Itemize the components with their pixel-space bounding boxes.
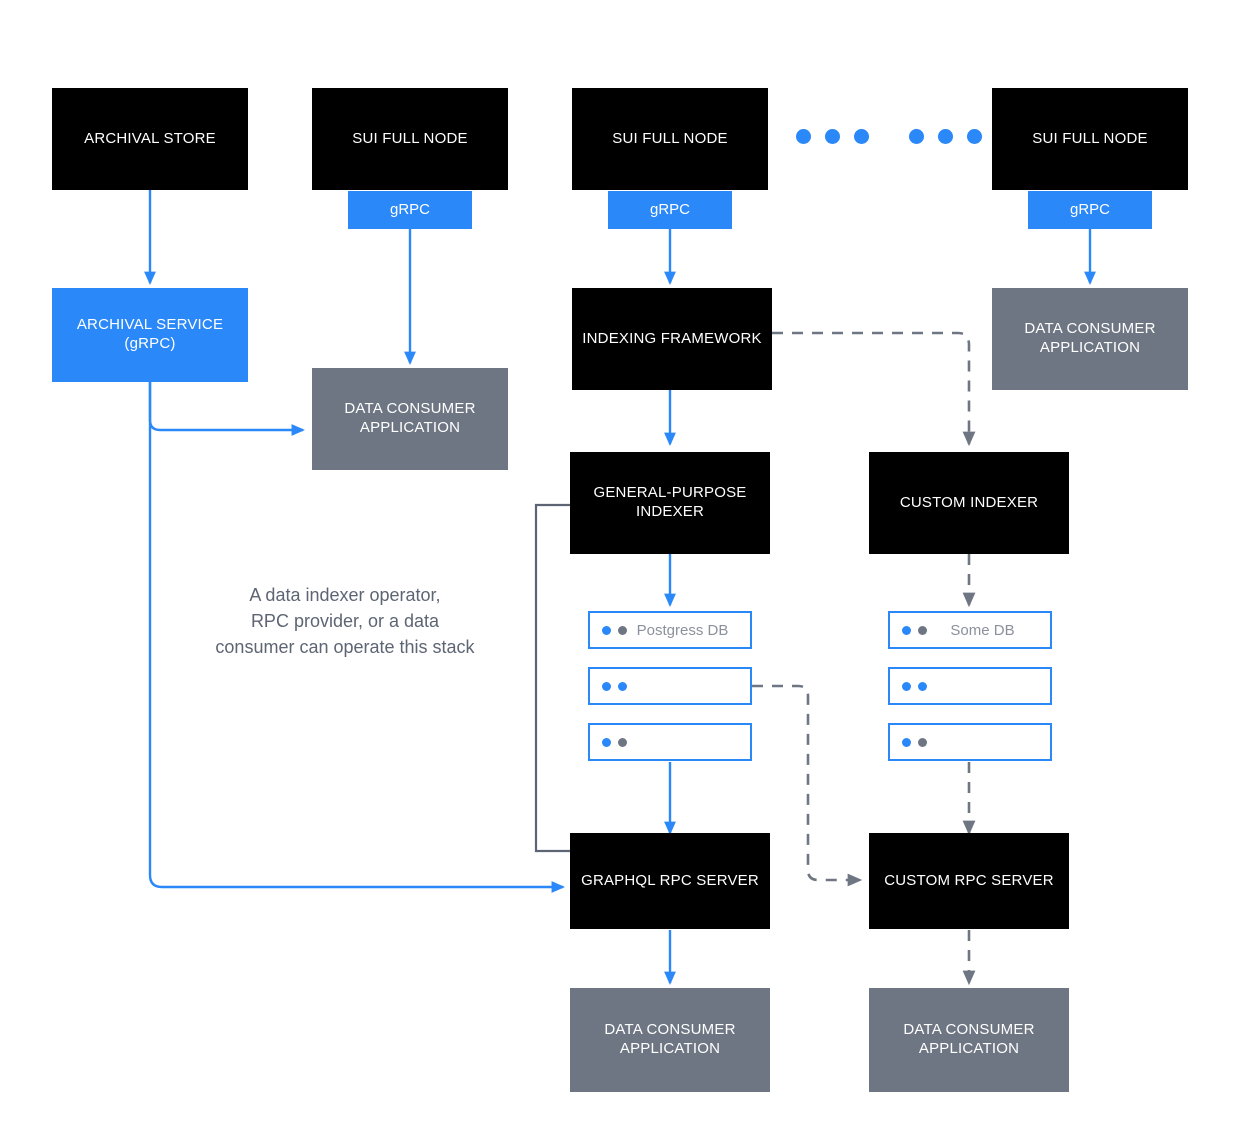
operator-stack-note-line2: RPC provider, or a data bbox=[250, 611, 440, 632]
node-sui-full-node-2[interactable]: SUI FULL NODE bbox=[572, 88, 768, 190]
operator-stack-note-line3: consumer can operate this stack bbox=[215, 637, 475, 658]
node-grpc-3-label: gRPC bbox=[1069, 200, 1110, 218]
status-dot-icon bbox=[618, 625, 627, 635]
node-custom-rpc-server[interactable]: CUSTOM RPC SERVER bbox=[869, 833, 1069, 929]
status-dot-icon bbox=[602, 737, 611, 747]
node-custom-indexer[interactable]: CUSTOM INDEXER bbox=[869, 452, 1069, 554]
node-general-purpose-indexer-line1: GENERAL-PURPOSE bbox=[593, 484, 747, 502]
node-general-purpose-indexer-line2: INDEXER bbox=[635, 503, 705, 520]
status-dot-icon bbox=[918, 625, 927, 635]
node-archival-store-label: ARCHIVAL STORE bbox=[84, 129, 216, 147]
ellipsis-dot bbox=[825, 129, 840, 144]
node-data-consumer-application-4[interactable]: DATA CONSUMER APPLICATION bbox=[869, 988, 1069, 1092]
db-box-postgress[interactable]: Postgress DB bbox=[588, 611, 752, 649]
node-indexing-framework-label: INDEXING FRAMEWORK bbox=[582, 329, 762, 347]
node-archival-store[interactable]: ARCHIVAL STORE bbox=[52, 88, 248, 190]
node-sui-full-node-3-label: SUI FULL NODE bbox=[1032, 129, 1148, 147]
edge-archival-service-to-data-consumer-1 bbox=[148, 382, 306, 436]
status-dot-icon bbox=[902, 737, 911, 747]
db-box-left-2[interactable] bbox=[588, 667, 752, 705]
node-graphql-rpc-server-label: GRAPHQL RPC SERVER bbox=[581, 871, 759, 889]
node-graphql-rpc-server[interactable]: GRAPHQL RPC SERVER bbox=[570, 833, 770, 929]
status-dot-icon bbox=[918, 737, 927, 747]
db-status-dots bbox=[602, 625, 627, 635]
db-box-right-3[interactable] bbox=[888, 723, 1052, 761]
node-data-consumer-application-3-line1: DATA CONSUMER bbox=[604, 1021, 736, 1039]
status-dot-icon bbox=[918, 681, 927, 691]
db-box-left-3[interactable] bbox=[588, 723, 752, 761]
node-data-consumer-application-4-line1: DATA CONSUMER bbox=[903, 1021, 1035, 1039]
db-status-dots bbox=[902, 625, 927, 635]
node-general-purpose-indexer[interactable]: GENERAL-PURPOSE INDEXER bbox=[570, 452, 770, 554]
status-dot-icon bbox=[602, 625, 611, 635]
node-sui-full-node-2-label: SUI FULL NODE bbox=[612, 129, 728, 147]
edge-indexing-framework-to-custom-indexer bbox=[772, 331, 976, 447]
ellipsis-dot bbox=[854, 129, 869, 144]
node-data-consumer-application-2-line1: DATA CONSUMER bbox=[1024, 320, 1156, 338]
node-data-consumer-application-1-line1: DATA CONSUMER bbox=[344, 400, 476, 418]
db-box-postgress-label: Postgress DB bbox=[636, 621, 729, 639]
node-data-consumer-application-3[interactable]: DATA CONSUMER APPLICATION bbox=[570, 988, 770, 1092]
node-sui-full-node-1-label: SUI FULL NODE bbox=[352, 129, 468, 147]
ellipsis-dot bbox=[938, 129, 953, 144]
operator-stack-note: A data indexer operator, RPC provider, o… bbox=[178, 582, 512, 660]
node-data-consumer-application-2[interactable]: DATA CONSUMER APPLICATION bbox=[992, 288, 1188, 390]
node-archival-service-label-line1: ARCHIVAL SERVICE bbox=[76, 316, 224, 334]
node-grpc-2[interactable]: gRPC bbox=[608, 191, 732, 229]
node-data-consumer-application-3-line2: APPLICATION bbox=[619, 1040, 721, 1057]
db-status-dots bbox=[602, 737, 627, 747]
node-data-consumer-application-1[interactable]: DATA CONSUMER APPLICATION bbox=[312, 368, 508, 470]
node-grpc-3[interactable]: gRPC bbox=[1028, 191, 1152, 229]
db-box-right-2[interactable] bbox=[888, 667, 1052, 705]
node-indexing-framework[interactable]: INDEXING FRAMEWORK bbox=[572, 288, 772, 390]
node-data-consumer-application-4-line2: APPLICATION bbox=[918, 1040, 1020, 1057]
node-grpc-2-label: gRPC bbox=[649, 200, 690, 218]
node-data-consumer-application-1-line2: APPLICATION bbox=[359, 419, 461, 436]
status-dot-icon bbox=[902, 681, 911, 691]
operator-stack-note-line1: A data indexer operator, bbox=[249, 585, 441, 605]
ellipsis-group-1 bbox=[796, 129, 869, 144]
ellipsis-dot bbox=[967, 129, 982, 144]
ellipsis-group-2 bbox=[909, 129, 982, 144]
status-dot-icon bbox=[618, 737, 627, 747]
node-custom-rpc-server-label: CUSTOM RPC SERVER bbox=[884, 871, 1054, 889]
node-sui-full-node-1[interactable]: SUI FULL NODE bbox=[312, 88, 508, 190]
status-dot-icon bbox=[618, 681, 627, 691]
node-archival-service[interactable]: ARCHIVAL SERVICE (gRPC) bbox=[52, 288, 248, 382]
db-box-some-db[interactable]: Some DB bbox=[888, 611, 1052, 649]
ellipsis-dot bbox=[909, 129, 924, 144]
db-status-dots bbox=[602, 681, 627, 691]
ellipsis-dot bbox=[796, 129, 811, 144]
db-status-dots bbox=[902, 737, 927, 747]
status-dot-icon bbox=[602, 681, 611, 691]
node-grpc-1-label: gRPC bbox=[389, 200, 430, 218]
status-dot-icon bbox=[902, 625, 911, 635]
node-grpc-1[interactable]: gRPC bbox=[348, 191, 472, 229]
db-box-some-db-label: Some DB bbox=[950, 621, 1015, 639]
node-custom-indexer-label: CUSTOM INDEXER bbox=[899, 493, 1039, 511]
db-status-dots bbox=[902, 681, 927, 691]
node-sui-full-node-3[interactable]: SUI FULL NODE bbox=[992, 88, 1188, 190]
node-data-consumer-application-2-line2: APPLICATION bbox=[1039, 339, 1141, 356]
node-archival-service-label-line2: (gRPC) bbox=[124, 335, 176, 352]
operator-stack-bracket bbox=[534, 503, 570, 853]
